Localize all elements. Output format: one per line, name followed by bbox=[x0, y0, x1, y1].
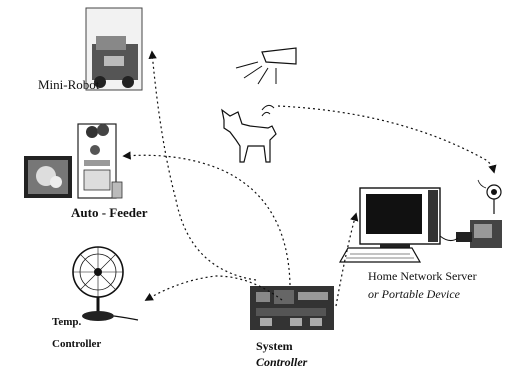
lamp-icon bbox=[235, 47, 297, 85]
temp-controller-label: Controller bbox=[52, 338, 102, 350]
webcam-icon bbox=[477, 179, 502, 214]
home-network-server-label: Home Network Server bbox=[368, 269, 477, 283]
system-controller-board-icon bbox=[250, 286, 334, 330]
arrow-to-computer bbox=[335, 212, 359, 307]
connection-arrows bbox=[122, 50, 497, 307]
arrow-to-mini-robot bbox=[148, 50, 257, 281]
auto-feeder-icon bbox=[77, 123, 123, 199]
system-controller-label: Controller bbox=[256, 355, 308, 369]
arrow-to-pda bbox=[277, 105, 497, 174]
temp-label: Temp. bbox=[52, 316, 82, 328]
dog-icon bbox=[221, 104, 277, 163]
computer-icon bbox=[338, 187, 441, 263]
mini-robot-label: Mini-Robot bbox=[38, 77, 100, 92]
portable-device-label: or Portable Device bbox=[368, 287, 460, 301]
arrow-to-auto-feeder bbox=[122, 151, 291, 286]
pet-photo-icon bbox=[24, 156, 72, 198]
mini-robot-icon bbox=[85, 7, 143, 91]
pda-icon bbox=[439, 220, 502, 248]
fan-icon bbox=[72, 246, 139, 321]
system-label: System bbox=[256, 339, 293, 353]
auto-feeder-label: Auto - Feeder bbox=[71, 205, 148, 220]
arrow-to-temp-controller bbox=[144, 275, 283, 301]
